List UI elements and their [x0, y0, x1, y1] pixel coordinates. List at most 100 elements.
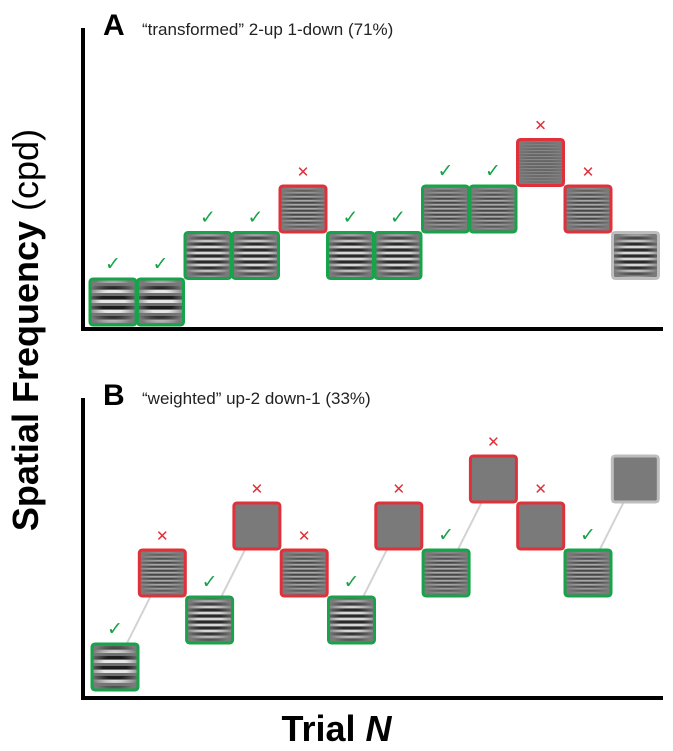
stimulus-border: [610, 454, 660, 504]
check-icon: ✓: [153, 253, 169, 275]
stimulus-vignette: [469, 455, 518, 503]
trial-stimulus: [421, 548, 471, 598]
cross-icon: ✕: [534, 480, 547, 498]
trial-stimulus: [136, 277, 185, 327]
stimulus-vignette: [89, 278, 137, 326]
x-axis-label-variable: N: [365, 708, 392, 749]
trial-stimulus: [516, 501, 566, 551]
stimulus-vignette: [231, 231, 280, 280]
stimulus-border: [373, 231, 423, 280]
stimulus-vignette: [469, 185, 517, 233]
trial-stimulus: [137, 548, 187, 598]
stimulus-vignette: [516, 138, 565, 187]
stimulus-border: [516, 138, 565, 187]
trial-stimulus: [185, 595, 235, 645]
stimulus-vignette: [564, 549, 612, 597]
trial-stimulus: [610, 454, 660, 504]
check-icon: ✓: [580, 524, 596, 546]
cross-icon: ✕: [251, 480, 264, 498]
check-icon: ✓: [390, 207, 406, 229]
stimulus-border: [136, 277, 185, 327]
trial-stimulus: [563, 548, 613, 598]
check-icon: ✓: [105, 253, 121, 275]
stimulus-vignette: [326, 231, 375, 280]
check-icon: ✓: [343, 207, 359, 229]
panel-a-letter: A: [103, 9, 125, 42]
stimulus-vignette: [516, 502, 565, 550]
stimulus-vignette: [136, 278, 185, 326]
panel-b-staircase: ✓ ✕ ✓ ✕ ✕ ✓ ✕ ✓ ✕ ✕ ✓: [90, 433, 660, 692]
trial-stimulus: [468, 184, 518, 234]
trial-stimulus: [279, 548, 329, 598]
stimulus-border: [279, 548, 329, 598]
stimulus-vignette: [185, 596, 234, 644]
trial-stimulus: [611, 231, 660, 280]
stimulus-border: [231, 231, 280, 280]
trial-stimulus: [374, 501, 424, 551]
trial-stimulus: [516, 138, 565, 187]
stimulus-vignette: [280, 549, 329, 597]
check-icon: ✓: [438, 524, 454, 546]
trial-stimulus: [278, 184, 328, 234]
cross-icon: ✕: [582, 163, 595, 181]
stimulus-vignette: [138, 549, 187, 597]
stimulus-border: [563, 548, 613, 598]
cross-icon: ✕: [393, 480, 406, 498]
check-icon: ✓: [438, 160, 454, 182]
check-icon: ✓: [248, 207, 264, 229]
stimulus-vignette: [232, 502, 281, 550]
trial-stimulus: [90, 642, 140, 692]
stimulus-border: [468, 184, 518, 234]
cross-icon: ✕: [297, 163, 310, 181]
panel-a-title: “transformed” 2-up 1-down (71%): [142, 20, 394, 39]
stimulus-vignette: [374, 231, 422, 280]
stimulus-vignette: [374, 502, 423, 550]
x-axis-label-main: Trial: [281, 708, 356, 749]
stimulus-border: [563, 184, 613, 234]
trial-stimulus: [421, 184, 470, 234]
stimulus-border: [137, 548, 187, 598]
trial-stimulus: [468, 454, 518, 504]
cross-icon: ✕: [298, 527, 311, 545]
stimulus-border: [374, 501, 424, 551]
trial-stimulus: [183, 231, 233, 280]
cross-icon: ✕: [487, 433, 500, 451]
stimulus-vignette: [611, 455, 660, 503]
trial-stimulus: [231, 231, 280, 280]
check-icon: ✓: [202, 571, 218, 593]
cross-icon: ✕: [156, 527, 169, 545]
stimulus-border: [278, 184, 328, 234]
stimulus-border: [90, 642, 140, 692]
trial-stimulus: [88, 277, 138, 327]
panel-a-staircase: ✓ ✓ ✓ ✓ ✕ ✓ ✓ ✓ ✓ ✕ ✕: [88, 117, 660, 327]
stimulus-border: [327, 595, 376, 645]
panel-b-letter: B: [103, 379, 125, 412]
stimulus-border: [611, 231, 660, 280]
stimulus-vignette: [279, 185, 327, 233]
stimulus-border: [185, 595, 235, 645]
stimulus-vignette: [91, 643, 139, 691]
stimulus-vignette: [421, 185, 470, 233]
stimulus-border: [232, 501, 282, 551]
trial-stimulus: [373, 231, 423, 280]
cross-icon: ✕: [534, 117, 547, 135]
stimulus-border: [421, 548, 471, 598]
x-axis-label: Trial N: [0, 708, 673, 750]
stimulus-vignette: [611, 231, 660, 280]
trial-stimulus: [327, 595, 376, 645]
trial-stimulus: [326, 231, 375, 280]
trial-stimulus: [232, 501, 282, 551]
stimulus-vignette: [184, 231, 232, 280]
panel-b-title: “weighted” up-2 down-1 (33%): [142, 389, 371, 408]
check-icon: ✓: [485, 160, 501, 182]
trial-stimulus: [563, 184, 613, 234]
check-icon: ✓: [107, 618, 123, 640]
stimulus-vignette: [422, 549, 471, 597]
stimulus-border: [468, 454, 518, 504]
stimulus-vignette: [327, 596, 376, 644]
stimulus-border: [516, 501, 566, 551]
stimulus-vignette: [564, 185, 612, 233]
check-icon: ✓: [200, 207, 216, 229]
check-icon: ✓: [344, 571, 360, 593]
